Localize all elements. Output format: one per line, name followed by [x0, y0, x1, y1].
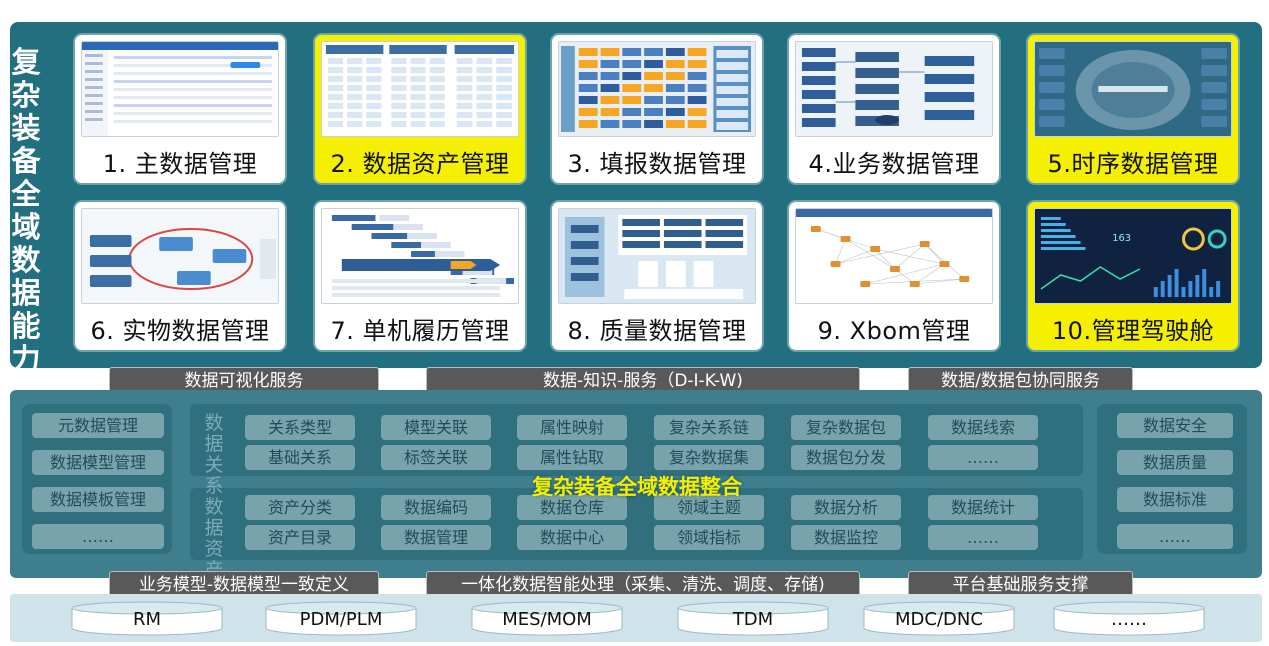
module-card-3[interactable]: 3. 填报数据管理: [552, 35, 762, 183]
asset-item[interactable]: 资产目录: [245, 525, 355, 550]
source-system-label: MES/MOM: [502, 609, 592, 630]
module-label: 6. 实物数据管理: [90, 317, 270, 345]
module-screenshot: [795, 208, 993, 304]
module-screenshot: [321, 41, 519, 137]
relation-item[interactable]: 复杂关系链: [654, 415, 764, 440]
vertical-title: 复杂装备全域数据能力: [11, 45, 41, 376]
module-card-4[interactable]: 4.业务数据管理: [789, 35, 999, 183]
source-system-label: PDM/PLM: [299, 609, 383, 630]
source-system[interactable]: MES/MOM: [470, 600, 624, 636]
source-system[interactable]: TDM: [676, 600, 830, 636]
asset-item[interactable]: 数据管理: [381, 525, 491, 550]
module-card-7[interactable]: 7. 单机履历管理: [315, 202, 525, 350]
relation-item[interactable]: 属性映射: [517, 415, 627, 440]
metadata-item[interactable]: ……: [32, 524, 164, 549]
module-screenshot: [81, 41, 279, 137]
source-system-label: MDC/DNC: [895, 609, 983, 630]
source-system[interactable]: RM: [70, 600, 224, 636]
module-label: 4.业务数据管理: [808, 150, 980, 178]
source-system[interactable]: PDM/PLM: [264, 600, 418, 636]
service-package-collab[interactable]: 数据/数据包协同服务: [908, 367, 1133, 393]
asset-item[interactable]: 领域指标: [654, 525, 764, 550]
relation-item[interactable]: 标签关联: [381, 445, 491, 470]
asset-item[interactable]: 数据统计: [928, 495, 1038, 520]
relation-item[interactable]: 关系类型: [245, 415, 355, 440]
module-screenshot: [1034, 41, 1232, 137]
svg-text:163: 163: [1112, 233, 1131, 244]
module-label: 9. Xbom管理: [817, 317, 971, 345]
asset-item[interactable]: ……: [928, 525, 1038, 550]
asset-item[interactable]: 数据分析: [791, 495, 901, 520]
module-card-2[interactable]: 2. 数据资产管理: [315, 35, 525, 183]
module-screenshot: [558, 41, 756, 137]
module-label: 10.管理驾驶舱: [1051, 317, 1215, 345]
service-visualization[interactable]: 数据可视化服务: [109, 367, 379, 393]
module-label: 5.时序数据管理: [1047, 150, 1219, 178]
module-label: 1. 主数据管理: [102, 150, 258, 178]
relation-item[interactable]: 复杂数据集: [654, 445, 764, 470]
service-data-processing[interactable]: 一体化数据智能处理（采集、清洗、调度、存储): [426, 571, 860, 597]
metadata-item[interactable]: 元数据管理: [32, 413, 164, 438]
module-card-10[interactable]: 163 10.管理驾驶舱: [1028, 202, 1238, 350]
module-label: 7. 单机履历管理: [330, 317, 510, 345]
module-card-1[interactable]: 1. 主数据管理: [75, 35, 285, 183]
asset-item[interactable]: 领域主题: [654, 495, 764, 520]
module-label: 3. 填报数据管理: [567, 150, 747, 178]
relation-item[interactable]: 基础关系: [245, 445, 355, 470]
asset-item[interactable]: 数据中心: [517, 525, 627, 550]
governance-item[interactable]: 数据质量: [1117, 450, 1233, 475]
relation-item[interactable]: 复杂数据包: [791, 415, 901, 440]
source-system-label: RM: [132, 609, 162, 630]
relation-item[interactable]: 数据线索: [928, 415, 1038, 440]
asset-item[interactable]: 资产分类: [245, 495, 355, 520]
asset-item[interactable]: 数据编码: [381, 495, 491, 520]
relation-item[interactable]: 数据包分发: [791, 445, 901, 470]
metadata-item[interactable]: 数据模型管理: [32, 450, 164, 475]
integration-title: 复杂装备全域数据整合: [532, 475, 742, 499]
module-card-5[interactable]: 5.时序数据管理: [1028, 35, 1238, 183]
source-system-label: TDM: [732, 609, 774, 630]
module-screenshot: [558, 208, 756, 304]
module-card-8[interactable]: 8. 质量数据管理: [552, 202, 762, 350]
governance-item[interactable]: 数据安全: [1117, 413, 1233, 438]
relation-item[interactable]: 模型关联: [381, 415, 491, 440]
asset-item[interactable]: 数据仓库: [517, 495, 627, 520]
source-system[interactable]: MDC/DNC: [862, 600, 1016, 636]
module-screenshot: [81, 208, 279, 304]
asset-label: 数据资产: [204, 496, 224, 581]
module-screenshot: [795, 41, 993, 137]
relation-item[interactable]: 属性钻取: [517, 445, 627, 470]
source-system[interactable]: ……: [1052, 600, 1206, 636]
asset-item[interactable]: 数据监控: [791, 525, 901, 550]
module-label: 2. 数据资产管理: [330, 150, 510, 178]
module-card-9[interactable]: 9. Xbom管理: [789, 202, 999, 350]
relation-item[interactable]: ……: [928, 445, 1038, 470]
source-system-label: ……: [1111, 609, 1147, 630]
metadata-item[interactable]: 数据模板管理: [32, 487, 164, 512]
module-card-6[interactable]: 6. 实物数据管理: [75, 202, 285, 350]
governance-item[interactable]: 数据标准: [1117, 487, 1233, 512]
relation-label: 数据关系: [204, 412, 224, 497]
governance-item[interactable]: ……: [1117, 524, 1233, 549]
service-platform-support[interactable]: 平台基础服务支撑: [908, 571, 1133, 597]
module-screenshot: [321, 208, 519, 304]
service-model-definition[interactable]: 业务模型-数据模型一致定义: [109, 571, 379, 597]
module-label: 8. 质量数据管理: [567, 317, 747, 345]
module-screenshot: 163: [1034, 208, 1232, 304]
